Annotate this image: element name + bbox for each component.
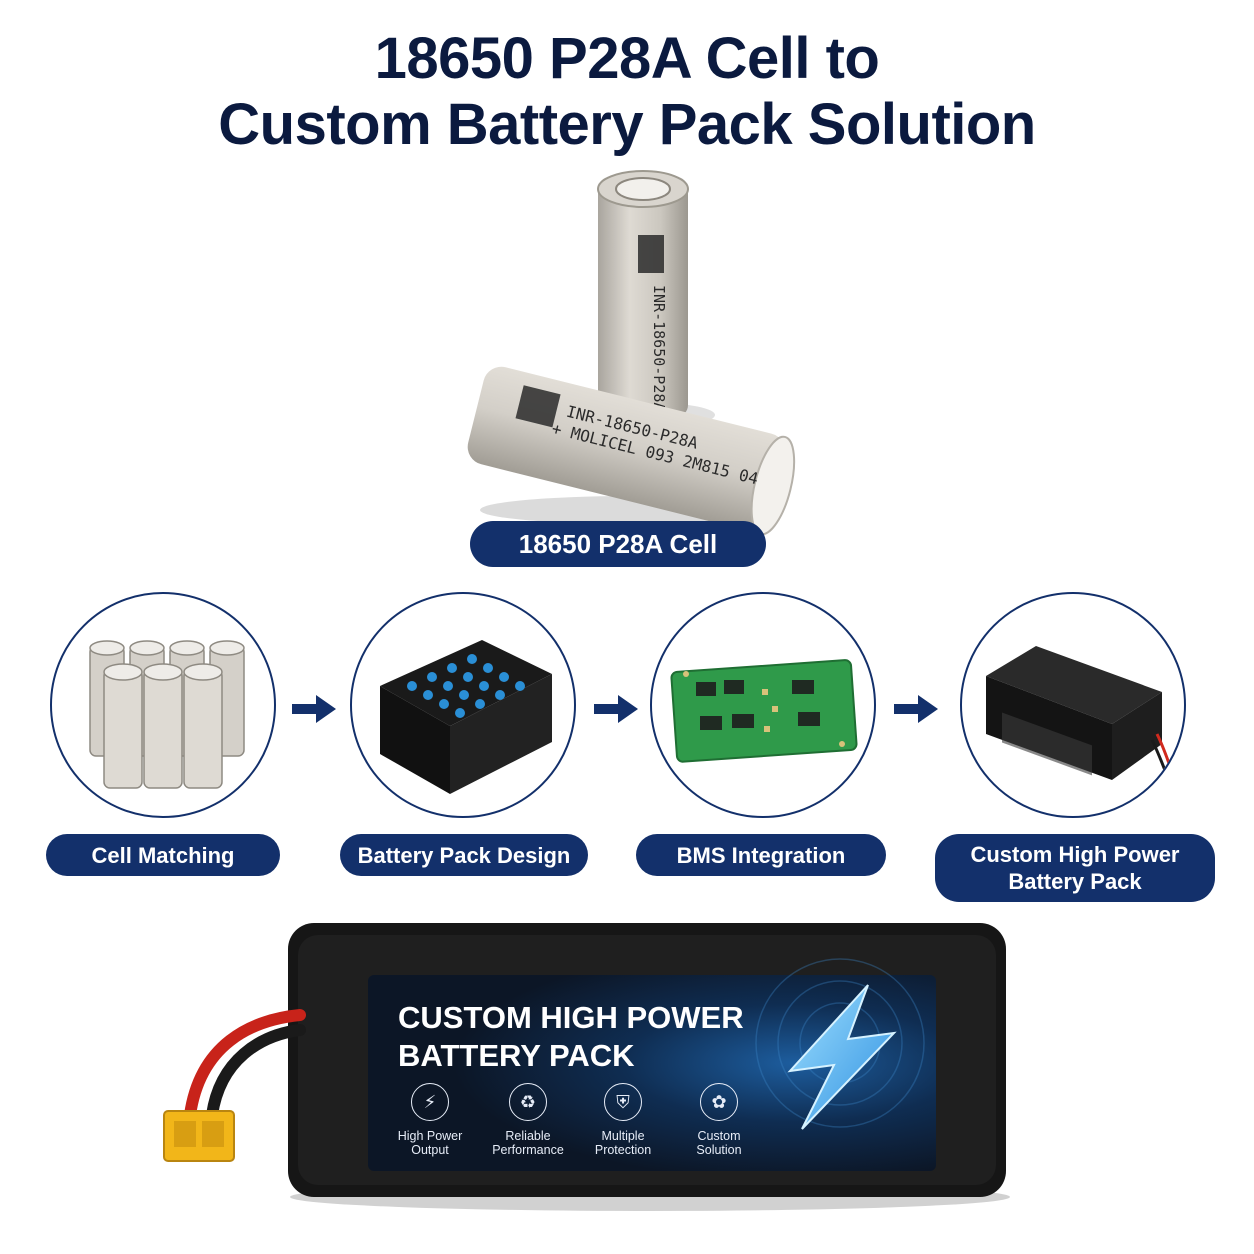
recycle-shield-icon: ♻ bbox=[509, 1083, 547, 1121]
feature-protection-line1: Multiple bbox=[601, 1129, 645, 1143]
cell-group-icon bbox=[50, 592, 276, 818]
step-final-pack-label-line1: Custom High Power bbox=[970, 842, 1180, 867]
feature-custom-line2: Solution bbox=[696, 1143, 742, 1157]
pack-heading-line1: CUSTOM HIGH POWER bbox=[398, 1000, 744, 1035]
feature-high-power: ⚡ High Power Output bbox=[382, 1083, 478, 1157]
hero-cell-label: 18650 P28A Cell bbox=[470, 521, 766, 567]
pack-heading: CUSTOM HIGH POWER BATTERY PACK bbox=[398, 999, 744, 1075]
feature-custom-line1: Custom bbox=[697, 1129, 741, 1143]
step-pack-design-label: Battery Pack Design bbox=[340, 834, 588, 876]
battery-pack-icon bbox=[960, 592, 1186, 818]
arrow-right-icon bbox=[290, 692, 338, 726]
feature-high-power-line2: Output bbox=[411, 1143, 449, 1157]
gear-flower-icon: ✿ bbox=[700, 1083, 738, 1121]
step-cell-matching-label: Cell Matching bbox=[46, 834, 280, 876]
page-title: 18650 P28A Cell to Custom Battery Pack S… bbox=[0, 26, 1254, 158]
feature-protection-line2: Protection bbox=[594, 1143, 652, 1157]
feature-custom: ✿ Custom Solution bbox=[671, 1083, 767, 1157]
title-line-1: 18650 P28A Cell to bbox=[374, 26, 880, 91]
pack-heading-line2: BATTERY PACK bbox=[398, 1038, 635, 1073]
battery-module-icon bbox=[350, 592, 576, 818]
arrow-right-icon bbox=[592, 692, 640, 726]
feature-reliable-line2: Performance bbox=[492, 1143, 564, 1157]
lightning-icon: ⚡ bbox=[411, 1083, 449, 1121]
hero-cells-image: INR-18650-P28A INR-18650-P28A + MOLICEL … bbox=[467, 170, 796, 535]
standing-cell-print: INR-18650-P28A bbox=[650, 285, 668, 411]
circuit-board-icon bbox=[650, 592, 876, 818]
title-line-2: Custom Battery Pack Solution bbox=[218, 92, 1036, 157]
step-bms-label: BMS Integration bbox=[636, 834, 886, 876]
feature-reliable-line1: Reliable bbox=[505, 1129, 551, 1143]
feature-reliable: ♻ Reliable Performance bbox=[480, 1083, 576, 1157]
step-final-pack-label-line2: Battery Pack bbox=[1008, 869, 1142, 894]
arrow-right-icon bbox=[892, 692, 940, 726]
feature-high-power-line1: High Power bbox=[397, 1129, 463, 1143]
battery-pack-image bbox=[163, 923, 1010, 1211]
step-final-pack-label: Custom High Power Battery Pack bbox=[935, 834, 1215, 902]
feature-protection: ⛨ Multiple Protection bbox=[575, 1083, 671, 1157]
shield-icon: ⛨ bbox=[604, 1083, 642, 1121]
